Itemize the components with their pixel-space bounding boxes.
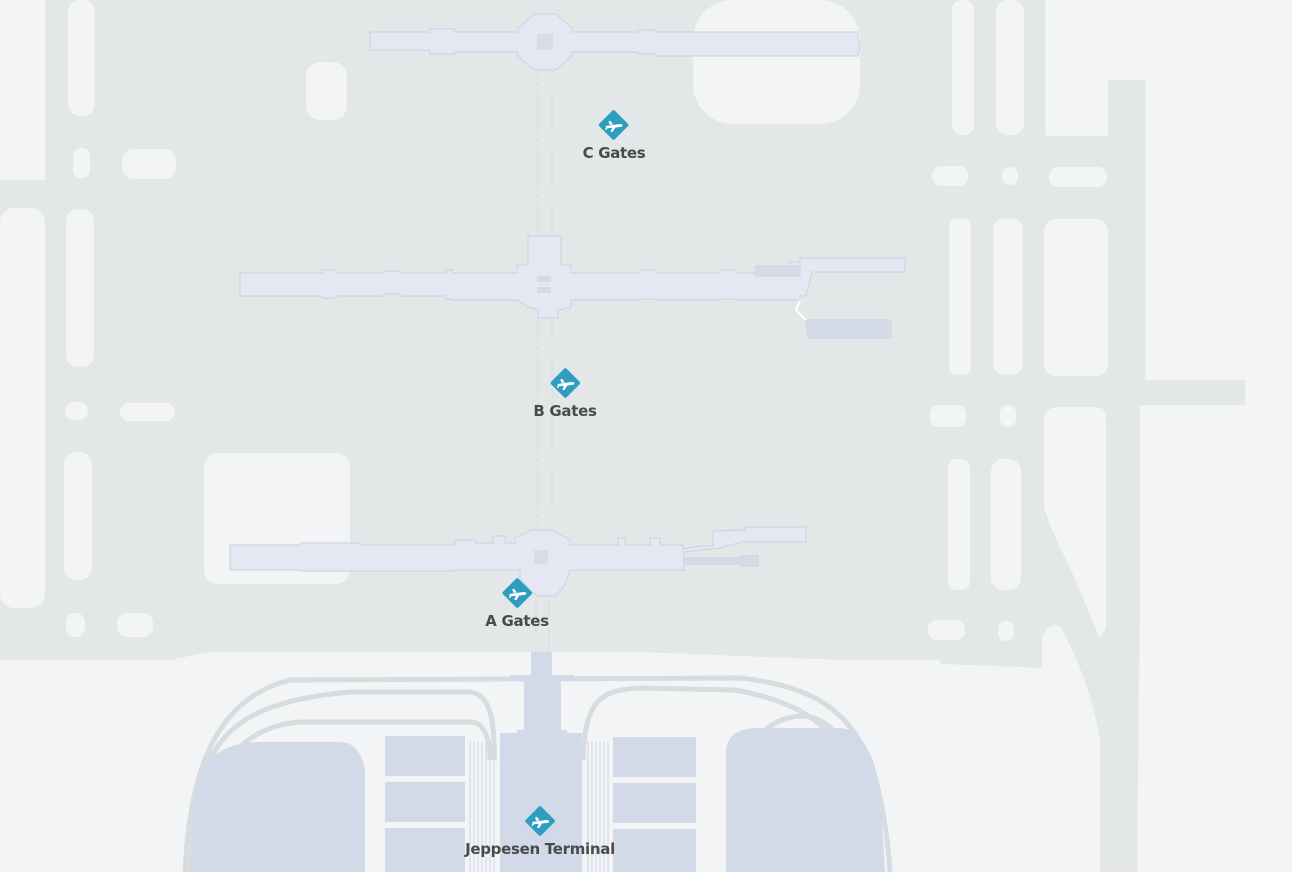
concourse-c[interactable] bbox=[369, 13, 861, 71]
airplane-icon bbox=[522, 803, 558, 839]
airplane-icon bbox=[596, 107, 632, 143]
poi-label: A Gates bbox=[485, 612, 549, 630]
train-connector bbox=[535, 68, 553, 655]
poi-a-gates[interactable]: A Gates bbox=[485, 575, 549, 630]
poi-label: B Gates bbox=[533, 402, 597, 420]
concourse-a[interactable] bbox=[229, 526, 807, 597]
poi-label: C Gates bbox=[582, 144, 646, 162]
terminal-walkways bbox=[469, 742, 609, 872]
parking bbox=[190, 728, 885, 872]
airplane-icon bbox=[499, 575, 535, 611]
poi-label: Jeppesen Terminal bbox=[465, 840, 615, 858]
poi-jeppesen-terminal[interactable]: Jeppesen Terminal bbox=[465, 803, 615, 858]
jeppesen-terminal-building[interactable] bbox=[385, 652, 696, 872]
airplane-icon bbox=[547, 365, 583, 401]
poi-b-gates[interactable]: B Gates bbox=[533, 365, 597, 420]
poi-c-gates[interactable]: C Gates bbox=[583, 107, 646, 162]
concourse-b[interactable] bbox=[239, 235, 906, 339]
taxiway-islands bbox=[64, 0, 1292, 872]
